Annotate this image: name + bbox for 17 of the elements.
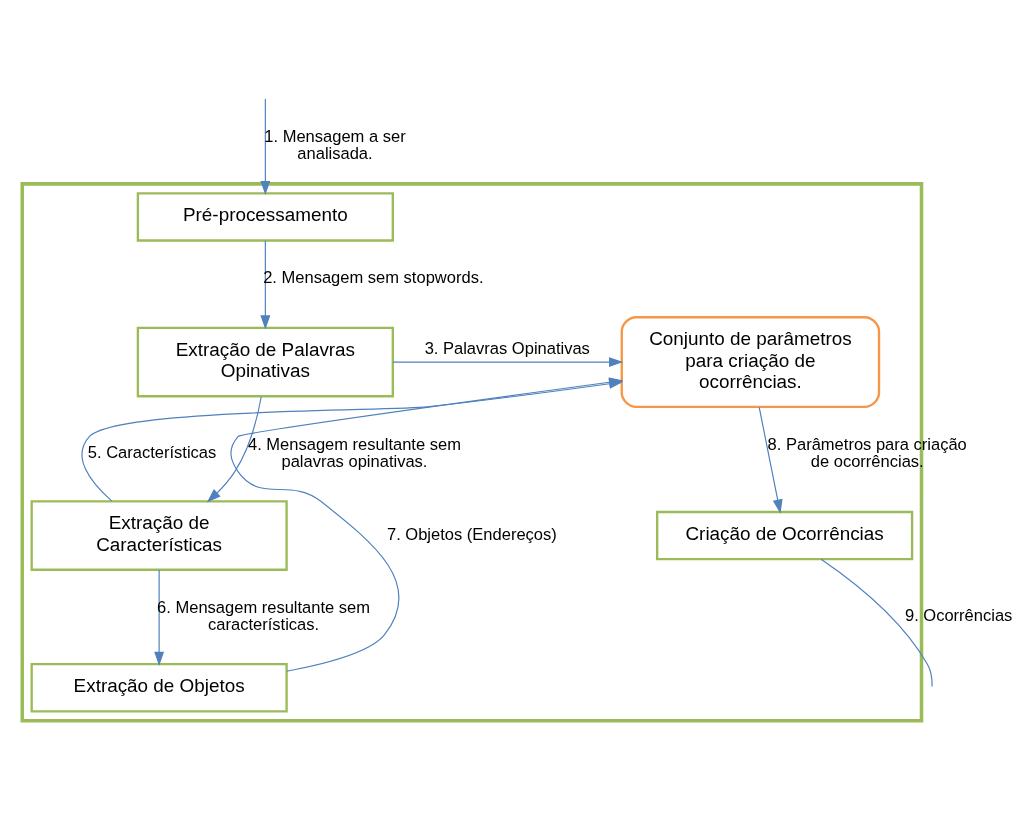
edge-label: 9. Ocorrências [904, 606, 1013, 626]
connector [820, 558, 933, 688]
edge-label: 3. Palavras Opinativas [424, 339, 590, 359]
arrow [392, 357, 624, 368]
edge-label: 5. Características [87, 443, 217, 463]
node-box: Extração de Palavras Opinativas [136, 326, 394, 398]
edge-label: 6. Mensagem resultante sem características. [157, 597, 371, 635]
arrow [206, 396, 262, 503]
node-box: Pré-processamento [136, 192, 394, 242]
edge-label: 7. Objetos (Endereços) [386, 524, 557, 544]
arrow [758, 406, 783, 514]
node-box: Conjunto de parâmetros para criação de ocorrências. [620, 316, 881, 409]
arrow [154, 569, 165, 666]
edge-label: 4. Mensagem resultante sem palavras opinativas. [247, 434, 461, 472]
node-box: Extração de Objetos [30, 663, 288, 713]
node-box: Criação de Ocorrências [656, 510, 914, 561]
node-box: Extração de Características [30, 500, 288, 571]
